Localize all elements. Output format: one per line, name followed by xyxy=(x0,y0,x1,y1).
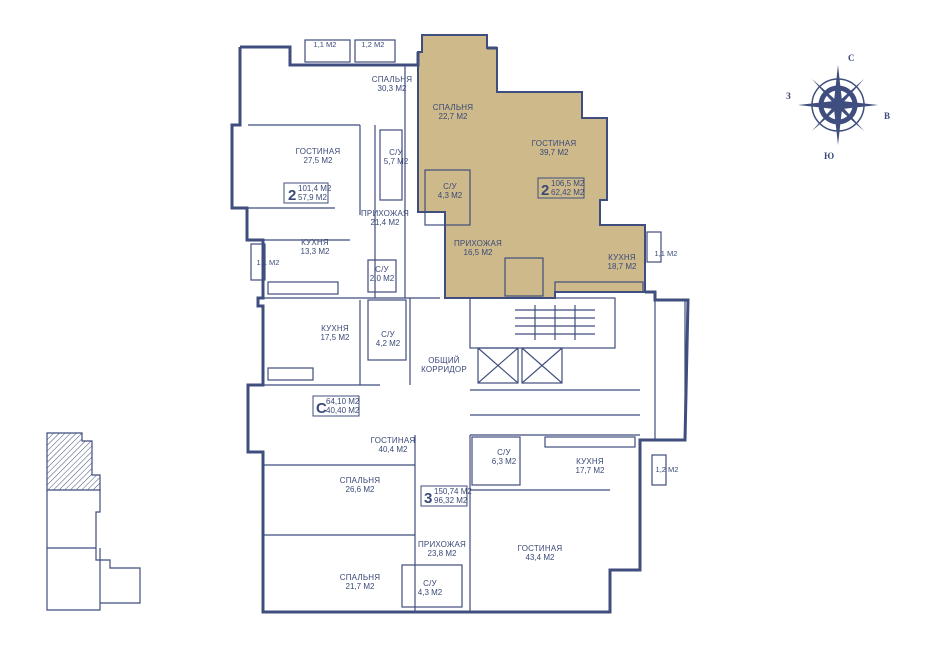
svg-text:В: В xyxy=(884,111,890,121)
svg-text:СПАЛЬНЯ: СПАЛЬНЯ xyxy=(372,75,413,84)
room-label-kuhnya-2: КУХНЯ 18,7 М2 xyxy=(608,253,637,271)
svg-text:101,4 М2: 101,4 М2 xyxy=(298,184,332,193)
svg-text:С/У: С/У xyxy=(497,448,511,457)
svg-text:21,4 М2: 21,4 М2 xyxy=(371,218,400,227)
highlighted-apartment[interactable] xyxy=(417,34,646,299)
room-label-gostinaya-2: ГОСТИНАЯ 39,7 М2 xyxy=(532,139,577,157)
balcony-label-5: 1,2 М2 xyxy=(656,465,679,474)
svg-text:ПРИХОЖАЯ: ПРИХОЖАЯ xyxy=(418,540,466,549)
svg-text:СПАЛЬНЯ: СПАЛЬНЯ xyxy=(340,476,381,485)
room-label-gostinaya-3: ГОСТИНАЯ 40,4 М2 xyxy=(371,436,416,454)
svg-text:13,3 М2: 13,3 М2 xyxy=(301,247,330,256)
room-label-corridor: ОБЩИЙ КОРРИДОР xyxy=(421,356,467,374)
svg-text:62,42 М2: 62,42 М2 xyxy=(551,188,585,197)
room-label-su-6: С/У 4,3 М2 xyxy=(418,579,443,597)
room-label-prihozhaya-1: ПРИХОЖАЯ 21,4 М2 xyxy=(361,209,409,227)
room-label-spalnya-3: СПАЛЬНЯ 26,6 М2 xyxy=(340,476,381,494)
svg-text:27,5 М2: 27,5 М2 xyxy=(304,156,333,165)
building-walls xyxy=(230,39,690,614)
room-label-kuhnya-4: КУХНЯ 17,7 М2 xyxy=(576,457,605,475)
svg-text:ПРИХОЖАЯ: ПРИХОЖАЯ xyxy=(454,239,502,248)
svg-text:С: С xyxy=(848,53,855,63)
svg-text:64,10 М2: 64,10 М2 xyxy=(326,397,360,406)
svg-text:ГОСТИНАЯ: ГОСТИНАЯ xyxy=(296,147,341,156)
room-label-spalnya-1: СПАЛЬНЯ 30,3 М2 xyxy=(372,75,413,93)
svg-text:С/У: С/У xyxy=(389,148,403,157)
svg-text:КУХНЯ: КУХНЯ xyxy=(301,238,329,247)
svg-text:С/У: С/У xyxy=(423,579,437,588)
svg-text:96,32 М2: 96,32 М2 xyxy=(434,496,468,505)
svg-text:2: 2 xyxy=(288,187,296,204)
room-label-su-2: С/У 4,3 М2 xyxy=(438,182,463,200)
room-label-spalnya-4: СПАЛЬНЯ 21,7 М2 xyxy=(340,573,381,591)
svg-text:Ю: Ю xyxy=(824,151,834,161)
svg-text:КУХНЯ: КУХНЯ xyxy=(608,253,636,262)
svg-text:43,4 М2: 43,4 М2 xyxy=(526,553,555,562)
room-label-kuhnya-3: КУХНЯ 17,5 М2 xyxy=(321,324,350,342)
svg-text:39,7 М2: 39,7 М2 xyxy=(540,148,569,157)
svg-text:30,3 М2: 30,3 М2 xyxy=(378,84,407,93)
svg-text:С/У: С/У xyxy=(443,182,457,191)
room-label-prihozhaya-3: ПРИХОЖАЯ 23,8 М2 xyxy=(418,540,466,558)
svg-text:КУХНЯ: КУХНЯ xyxy=(321,324,349,333)
building-keyplan-icon[interactable] xyxy=(46,432,141,611)
svg-text:16,5 М2: 16,5 М2 xyxy=(464,248,493,257)
svg-text:С/У: С/У xyxy=(375,265,389,274)
svg-text:106,5 М2: 106,5 М2 xyxy=(551,179,585,188)
svg-text:23,8 М2: 23,8 М2 xyxy=(428,549,457,558)
svg-text:57,9 М2: 57,9 М2 xyxy=(298,193,327,202)
room-label-su-1: С/У 5,7 М2 xyxy=(384,148,409,166)
svg-text:З: З xyxy=(786,91,791,101)
svg-text:17,5 М2: 17,5 М2 xyxy=(321,333,350,342)
balcony-label-2: 1,2 М2 xyxy=(362,40,385,49)
balcony-label-3: 1,1 М2 xyxy=(257,258,280,267)
svg-text:4,3 М2: 4,3 М2 xyxy=(438,191,463,200)
svg-text:СПАЛЬНЯ: СПАЛЬНЯ xyxy=(433,103,474,112)
svg-text:4,2 М2: 4,2 М2 xyxy=(376,339,401,348)
stairs xyxy=(515,305,595,340)
svg-text:21,7 М2: 21,7 М2 xyxy=(346,582,375,591)
svg-text:КОРРИДОР: КОРРИДОР xyxy=(421,365,467,374)
svg-text:2: 2 xyxy=(541,182,549,199)
svg-text:2,0 М2: 2,0 М2 xyxy=(370,274,395,283)
svg-text:26,6 М2: 26,6 М2 xyxy=(346,485,375,494)
room-label-su-3: С/У 2,0 М2 xyxy=(370,265,395,283)
room-label-su-4: С/У 4,2 М2 xyxy=(376,330,401,348)
unit-summary-c[interactable]: С 64,10 М2 40,40 М2 xyxy=(312,395,360,417)
svg-text:ОБЩИЙ: ОБЩИЙ xyxy=(428,356,460,365)
room-label-spalnya-2: СПАЛЬНЯ 22,7 М2 xyxy=(433,103,474,121)
room-label-gostinaya-4: ГОСТИНАЯ 43,4 М2 xyxy=(518,544,563,562)
svg-text:40,4 М2: 40,4 М2 xyxy=(379,445,408,454)
room-label-gostinaya-1: ГОСТИНАЯ 27,5 М2 xyxy=(296,147,341,165)
room-label-prihozhaya-2: ПРИХОЖАЯ 16,5 М2 xyxy=(454,239,502,257)
unit-summary-3[interactable]: 3 150,74 М2 96,32 М2 xyxy=(420,485,472,507)
svg-text:ГОСТИНАЯ: ГОСТИНАЯ xyxy=(371,436,416,445)
svg-text:ГОСТИНАЯ: ГОСТИНАЯ xyxy=(532,139,577,148)
svg-text:22,7 М2: 22,7 М2 xyxy=(439,112,468,121)
svg-text:СПАЛЬНЯ: СПАЛЬНЯ xyxy=(340,573,381,582)
svg-text:ПРИХОЖАЯ: ПРИХОЖАЯ xyxy=(361,209,409,218)
svg-text:3: 3 xyxy=(424,490,432,507)
unit-summary-2b[interactable]: 2 106,5 М2 62,42 М2 xyxy=(537,177,585,199)
svg-text:40,40 М2: 40,40 М2 xyxy=(326,406,360,415)
svg-text:КУХНЯ: КУХНЯ xyxy=(576,457,604,466)
room-label-su-5: С/У 6,3 М2 xyxy=(492,448,517,466)
svg-text:150,74 М2: 150,74 М2 xyxy=(434,487,472,496)
svg-text:С: С xyxy=(316,400,327,417)
compass-rose-icon: С Ю В З xyxy=(786,53,890,161)
unit-summary-2a[interactable]: 2 101,4 М2 57,9 М2 xyxy=(283,182,332,204)
svg-text:18,7 М2: 18,7 М2 xyxy=(608,262,637,271)
svg-text:17,7 М2: 17,7 М2 xyxy=(576,466,605,475)
svg-text:ГОСТИНАЯ: ГОСТИНАЯ xyxy=(518,544,563,553)
svg-text:С/У: С/У xyxy=(381,330,395,339)
svg-text:4,3 М2: 4,3 М2 xyxy=(418,588,443,597)
room-label-kuhnya-1: КУХНЯ 13,3 М2 xyxy=(301,238,330,256)
svg-text:6,3 М2: 6,3 М2 xyxy=(492,457,517,466)
balcony-label-4: 1,1 М2 xyxy=(655,249,678,258)
svg-text:5,7 М2: 5,7 М2 xyxy=(384,157,409,166)
balcony-label-1: 1,1 М2 xyxy=(314,40,337,49)
